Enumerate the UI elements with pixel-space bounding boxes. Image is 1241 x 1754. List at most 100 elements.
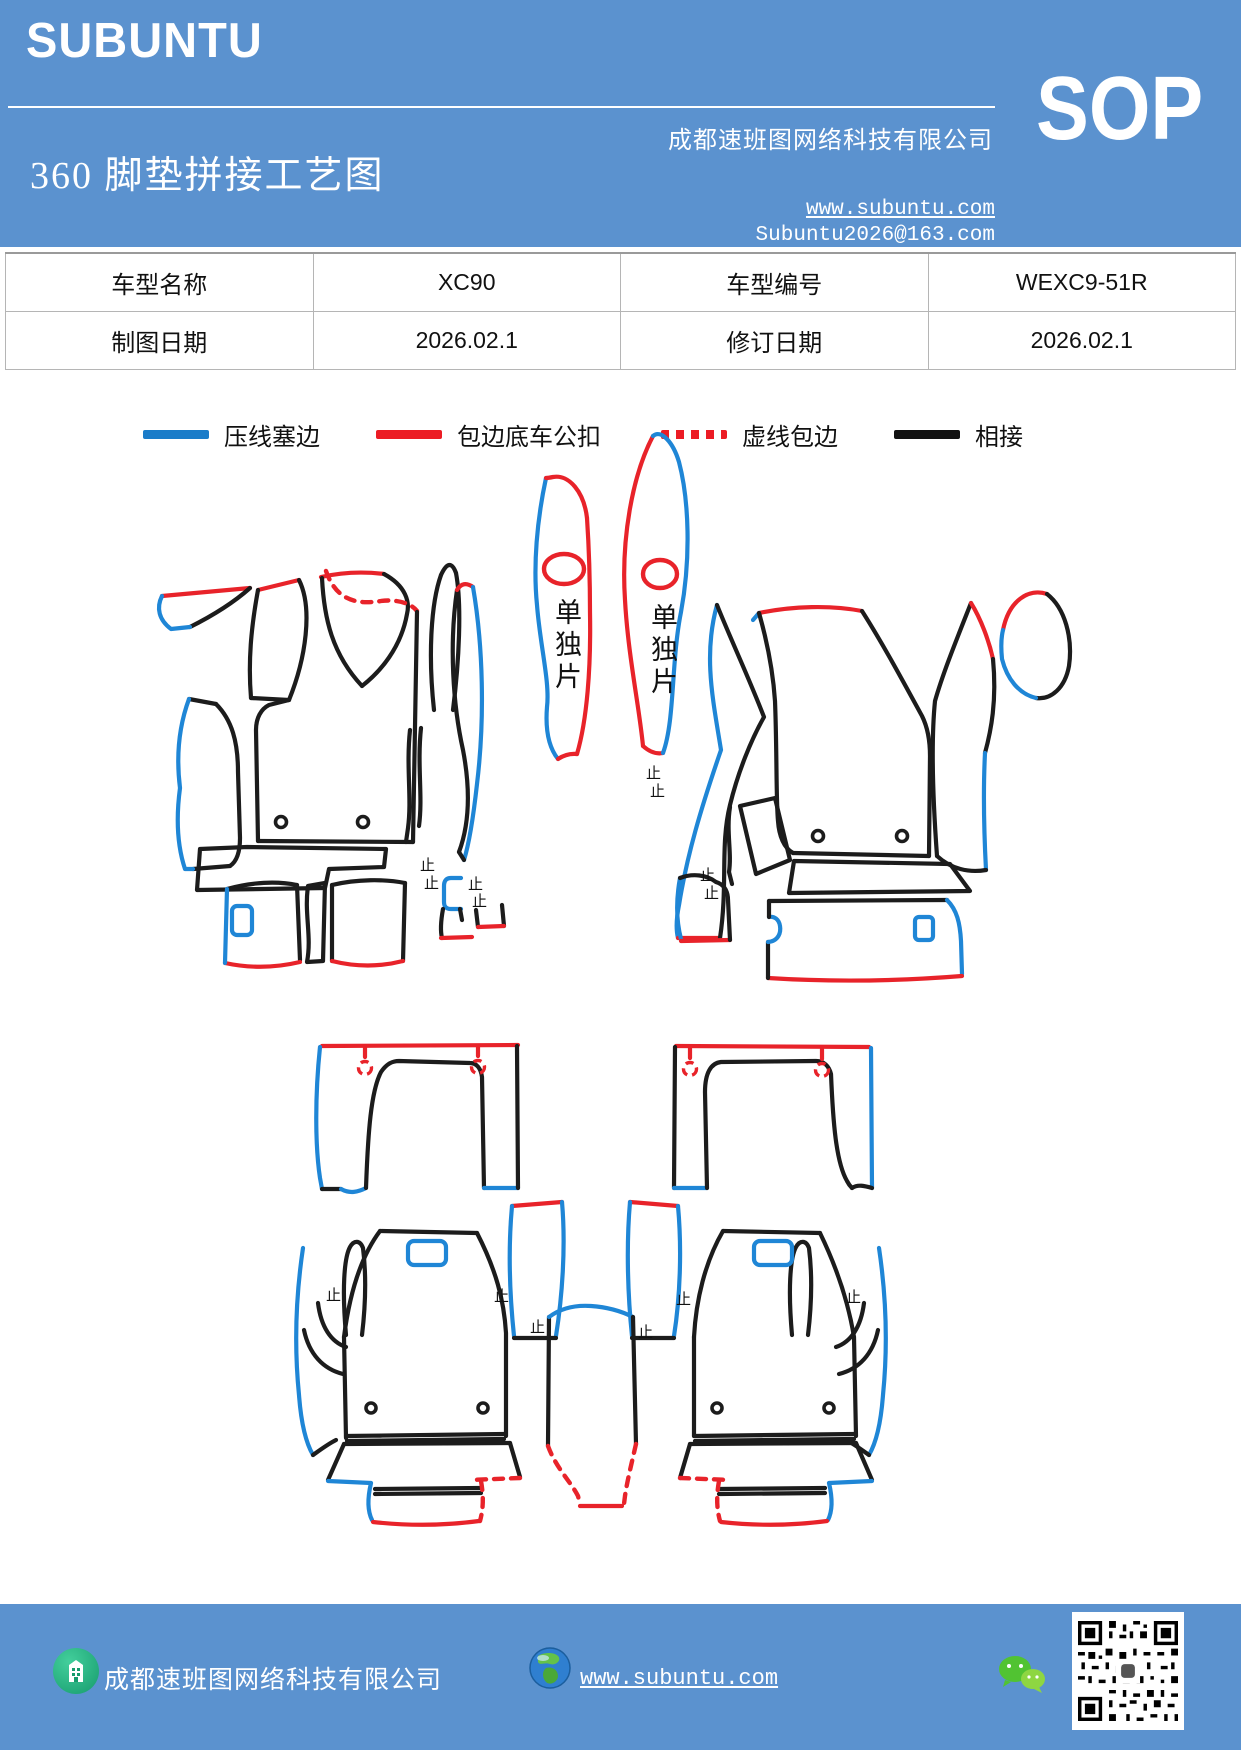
seg-black bbox=[630, 1314, 639, 1447]
seg-blue bbox=[507, 1203, 517, 1339]
seg-black bbox=[849, 1183, 875, 1191]
eyelet-hole bbox=[364, 1401, 378, 1415]
seg-dashed bbox=[715, 1478, 723, 1524]
seg-black bbox=[372, 1485, 484, 1497]
seg-black bbox=[982, 656, 997, 756]
stop-mark: 止 bbox=[646, 765, 661, 782]
seg-blue bbox=[999, 627, 1039, 701]
seg-red bbox=[543, 474, 590, 521]
seg-blue bbox=[338, 1185, 369, 1195]
seg-blue bbox=[650, 432, 690, 756]
seg-black bbox=[377, 1228, 480, 1236]
seg-blue bbox=[156, 593, 193, 632]
seg-black bbox=[713, 879, 733, 943]
seg-red bbox=[255, 577, 302, 593]
seg-black bbox=[817, 1230, 859, 1439]
seg-red bbox=[1000, 590, 1050, 633]
legend-bar: 压线塞边 包边底车公扣 虚线包边 相接 bbox=[0, 414, 1241, 454]
header-website-link[interactable]: www.subuntu.com bbox=[805, 198, 995, 221]
legend-red-line-swatch bbox=[376, 429, 442, 439]
seg-black bbox=[329, 878, 408, 888]
seg-red bbox=[159, 585, 253, 599]
seg-blue bbox=[675, 875, 684, 942]
seg-black bbox=[702, 1058, 855, 1191]
stop-mark: 止 bbox=[530, 1319, 545, 1336]
globe-icon bbox=[529, 1647, 571, 1689]
center-tunnel-pieces bbox=[507, 1199, 683, 1509]
seg-dashed bbox=[467, 1475, 523, 1483]
seg-black bbox=[286, 577, 309, 703]
seg-black bbox=[756, 610, 796, 856]
seg-black bbox=[341, 1334, 349, 1441]
table-row: 制图日期 2026.02.1 修订日期 2026.02.1 bbox=[5, 311, 1236, 370]
seg-black bbox=[720, 1228, 823, 1236]
eyelet-hole bbox=[355, 814, 371, 830]
seg-black bbox=[726, 804, 735, 887]
rear-bridge-left bbox=[314, 1042, 521, 1195]
buckle-hole bbox=[751, 1238, 795, 1268]
seg-black bbox=[416, 725, 424, 829]
footer-website-link[interactable]: www.subuntu.com bbox=[580, 1666, 779, 1691]
building-glyph bbox=[69, 1660, 83, 1682]
legend-dashed-line-swatch bbox=[661, 429, 727, 439]
rear-left-seat-group: 止 止 止 bbox=[294, 1228, 545, 1527]
legend-item-bind-buckle: 包边底车公扣 bbox=[376, 414, 601, 454]
mat-splicing-diagram: 止 止 止 止 单独片 单独片 bbox=[156, 432, 1073, 1527]
seg-black bbox=[545, 1314, 552, 1449]
stop-mark: 止 bbox=[704, 885, 719, 902]
seg-blue bbox=[222, 886, 230, 966]
single-piece-label: 单独片 bbox=[647, 603, 678, 699]
seg-black bbox=[428, 572, 444, 713]
rear-bridge-right bbox=[671, 1043, 875, 1191]
stop-mark: 止 bbox=[468, 876, 483, 893]
seg-black bbox=[255, 838, 416, 845]
seg-blue bbox=[826, 1478, 875, 1486]
seg-dashed bbox=[677, 1475, 733, 1483]
buckle-hole bbox=[229, 903, 255, 938]
seg-blue bbox=[944, 897, 965, 977]
eyelet-hole bbox=[476, 1401, 490, 1415]
vehicle-info-table: 车型名称 XC90 车型编号 WEXC9-51R 制图日期 2026.02.1 … bbox=[5, 252, 1236, 370]
seg-black bbox=[836, 1327, 881, 1377]
seg-red bbox=[622, 433, 656, 749]
header-banner: SUBUNTU 成都速班图网络科技有限公司 360 脚垫拼接工艺图 SOP ww… bbox=[0, 0, 1241, 247]
seg-black bbox=[934, 853, 989, 874]
model-code-value: WEXC9-51R bbox=[927, 252, 1236, 312]
seg-black bbox=[325, 1441, 347, 1483]
seg-blue bbox=[546, 1303, 636, 1320]
seg-black bbox=[194, 844, 389, 893]
seg-red bbox=[370, 1518, 482, 1527]
eyelet-hole bbox=[710, 1401, 724, 1415]
qr-pattern bbox=[1078, 1621, 1178, 1721]
header-email: Subuntu2026@163.com bbox=[755, 224, 995, 247]
qr-code bbox=[1072, 1612, 1184, 1730]
legend-label: 虚线包边 bbox=[742, 424, 838, 451]
legend-item-join: 相接 bbox=[894, 414, 1023, 454]
strip-hole bbox=[640, 557, 680, 591]
footer-company-name: 成都速班图网络科技有限公司 bbox=[104, 1667, 443, 1694]
seg-blue bbox=[461, 584, 485, 863]
seg-black bbox=[341, 1239, 368, 1338]
draw-date-value: 2026.02.1 bbox=[312, 311, 621, 370]
seg-black bbox=[294, 882, 303, 963]
seg-black bbox=[514, 1043, 521, 1191]
revise-date-value: 2026.02.1 bbox=[927, 311, 1236, 370]
stop-mark: 止 bbox=[700, 867, 715, 884]
seg-black bbox=[859, 608, 933, 859]
seg-black bbox=[853, 1440, 875, 1483]
seg-black bbox=[438, 562, 459, 578]
seg-black bbox=[190, 863, 233, 872]
seg-blue bbox=[765, 914, 783, 945]
seg-blue bbox=[533, 475, 561, 762]
front-left-mat-group: 止 止 止 止 bbox=[156, 562, 507, 969]
seg-black bbox=[714, 602, 767, 941]
seg-red bbox=[574, 515, 593, 757]
red-hook-mark bbox=[469, 1058, 487, 1076]
eyelet-hole bbox=[273, 814, 289, 830]
red-hook-mark bbox=[681, 1060, 699, 1078]
buckle-hole bbox=[405, 1238, 449, 1268]
seg-black bbox=[253, 697, 292, 844]
stop-mark: 止 bbox=[846, 1289, 861, 1306]
stop-mark: 止 bbox=[420, 857, 435, 874]
